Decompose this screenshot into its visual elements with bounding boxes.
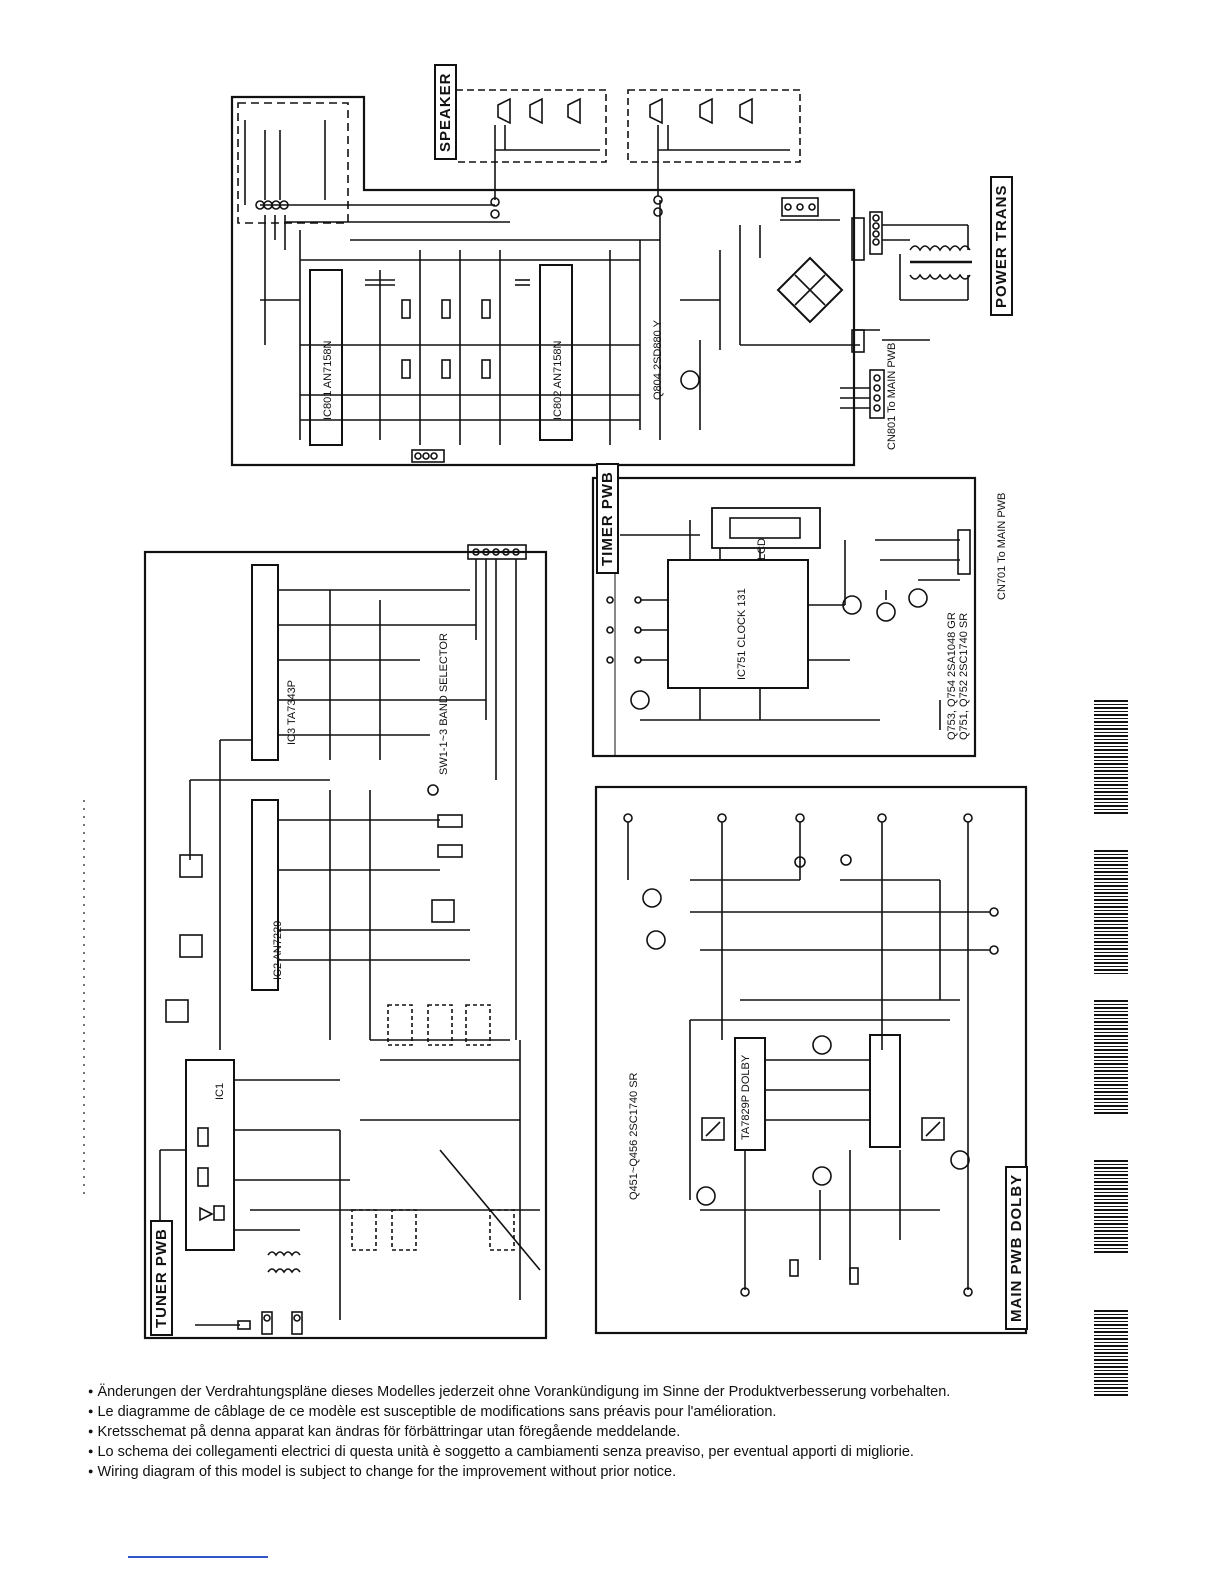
- note-swedish: Kretsschemat på denna apparat kan ändras…: [88, 1422, 1098, 1442]
- timer-transistors-1-label: Q751, Q752 2SC1740 SR: [958, 612, 970, 740]
- disclaimer-notes: Änderungen der Verdrahtungspläne dieses …: [88, 1382, 1098, 1482]
- ic801-label: IC801 AN7158N: [322, 340, 334, 421]
- power-amp-section: [230, 95, 972, 467]
- barcode-strip: [1094, 700, 1128, 1396]
- note-italian: Lo schema dei collegamenti electrici di …: [88, 1442, 1098, 1462]
- note-french: Le diagramme de câblage de ce modèle est…: [88, 1402, 1098, 1422]
- power-trans-label: POWER TRANS: [990, 176, 1013, 316]
- ic751-label: IC751 CLOCK 131: [736, 588, 748, 680]
- cn701-label: CN701 To MAIN PWB: [996, 492, 1008, 600]
- ic2-label: IC2 AN7229: [272, 920, 284, 980]
- timer-pwb-label: TIMER PWB: [596, 463, 619, 574]
- main-pwb-dolby-section: [594, 785, 1028, 1335]
- lcd-label: LCD: [756, 537, 768, 560]
- main-pwb-dolby-label: MAIN PWB DOLBY: [1005, 1165, 1028, 1330]
- ic3-label: IC3 TA7343P: [286, 679, 298, 745]
- ic1-label: IC1: [214, 1082, 226, 1100]
- note-german: Änderungen der Verdrahtungspläne dieses …: [88, 1382, 1098, 1402]
- note-english: Wiring diagram of this model is subject …: [88, 1462, 1098, 1482]
- band-selector-label: SW1-1~3 BAND SELECTOR: [438, 633, 450, 775]
- dolby-transistors-label: Q451~Q456 2SC1740 SR: [628, 1072, 640, 1200]
- timer-pwb-section: [591, 476, 977, 758]
- q804-label: Q804 2SD880 Y: [652, 320, 664, 400]
- speaker-label: SPEAKER: [434, 64, 457, 160]
- dolby-ic-label: TA7829P DOLBY: [740, 1054, 752, 1140]
- footer-rule: [128, 1556, 268, 1558]
- tuner-pwb-label: TUNER PWB: [150, 1220, 173, 1336]
- cn801-label: CN801 To MAIN PWB: [886, 342, 898, 450]
- timer-transistors-2-label: Q753, Q754 2SA1048 GR: [946, 612, 958, 740]
- speaker-section: [455, 89, 801, 200]
- ic802-label: IC802 AN7158N: [552, 340, 564, 421]
- tuner-pwb-section: [143, 544, 548, 1340]
